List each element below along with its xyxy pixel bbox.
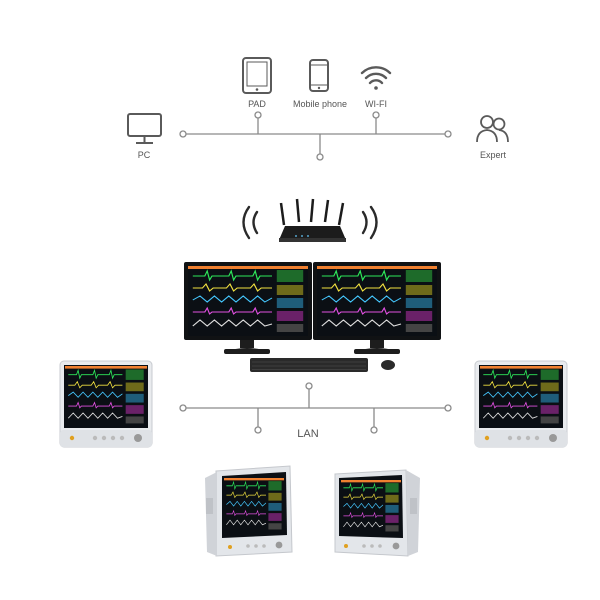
- tablet-icon: [242, 57, 272, 94]
- wifi-icon: [360, 66, 392, 90]
- patient-monitor-left: [59, 360, 153, 448]
- pc-monitor-icon: [127, 113, 162, 144]
- keyboard: [250, 358, 368, 372]
- central-station-monitor-left: [184, 262, 312, 354]
- wireless-waves-icon: [242, 205, 378, 240]
- pad-label: PAD: [248, 99, 266, 109]
- expert-label: Expert: [480, 150, 507, 160]
- wifi-router: [279, 198, 346, 242]
- patient-monitor-bottom-right: [334, 469, 420, 557]
- pc-label: PC: [138, 150, 151, 160]
- patient-monitor-right: [474, 360, 568, 448]
- lan-bus: [179, 382, 452, 434]
- mobile-phone-icon: [309, 59, 329, 92]
- wifi-label: WI-FI: [365, 99, 387, 109]
- mouse: [381, 360, 395, 370]
- central-station-monitor-right: [313, 262, 441, 354]
- top-network-bus: [179, 111, 452, 161]
- patient-monitor-bottom-left: [205, 465, 293, 557]
- lan-label: LAN: [297, 428, 318, 440]
- mobile-phone-label: Mobile phone: [293, 99, 347, 109]
- users-icon: [476, 115, 509, 143]
